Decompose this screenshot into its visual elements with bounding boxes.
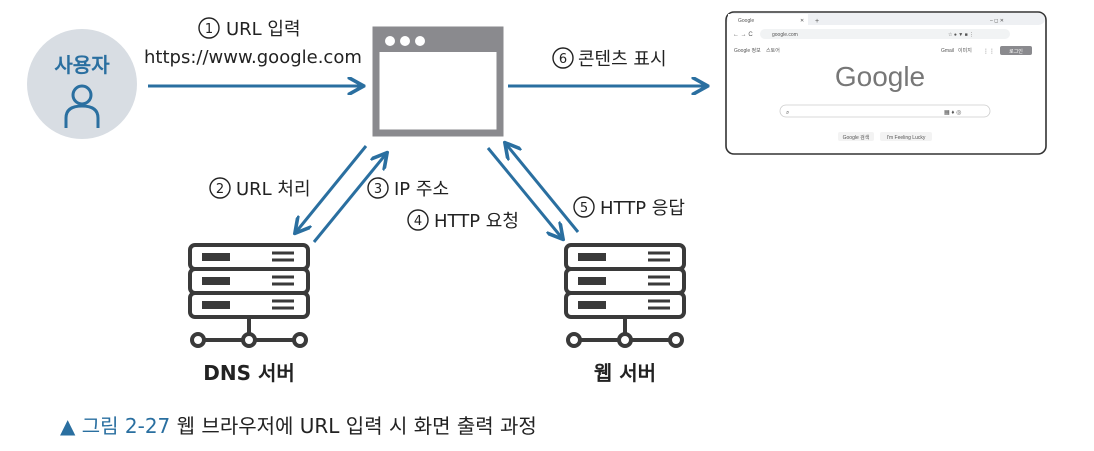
top-link-store: 스토어: [766, 47, 780, 54]
step-6-text: 콘텐츠 표시: [578, 49, 667, 70]
step-1-url: https://www.google.com: [144, 47, 362, 68]
step-1-num: 1: [205, 22, 213, 37]
tab-close-icon: ✕: [800, 18, 804, 24]
step-5-text: HTTP 응답: [600, 198, 685, 219]
arrow-web-to-browser: [506, 144, 580, 233]
step-3-text: IP 주소: [394, 179, 449, 200]
user-icon: [64, 84, 100, 128]
new-tab-icon: +: [815, 18, 819, 25]
tab-title: Google: [738, 18, 754, 24]
user-label: 사용자: [54, 53, 110, 77]
step-1-text: URL 입력: [226, 19, 301, 40]
step-4-label: 4 HTTP 요청: [407, 209, 519, 232]
step-2-label: 2 URL 처리: [209, 177, 311, 200]
step-1-label: 1 URL 입력 https://www.google.com: [144, 17, 362, 68]
web-server-label: 웹 서버: [594, 361, 656, 385]
right-link-images: 이미지: [958, 47, 972, 54]
search-tools-icons: ▦ ♦ ◎: [944, 110, 961, 116]
top-link-about: Google 정보: [734, 47, 761, 54]
caption-text: 웹 브라우저에 URL 입력 시 화면 출력 과정: [176, 414, 537, 438]
arrow-browser-to-web: [486, 147, 562, 238]
step-6-num: 6: [559, 52, 567, 67]
figure-caption: ▲ 그림 2-27 웹 브라우저에 URL 입력 시 화면 출력 과정: [60, 410, 537, 439]
window-controls: – ◻ ✕: [990, 18, 1004, 24]
caption-marker: ▲ 그림 2-27: [60, 414, 171, 438]
google-page-screenshot: Google ✕ + – ◻ ✕ ← → C google.com ☆ ● ▼ …: [725, 11, 1047, 155]
lucky-button: I'm Feeling Lucky: [887, 135, 926, 141]
dns-server-label: DNS 서버: [203, 361, 295, 385]
step-2-text: URL 처리: [236, 179, 311, 200]
step-6-label: 6 콘텐츠 표시: [552, 47, 667, 70]
step-3-label: 3 IP 주소: [367, 177, 449, 200]
user-node: 사용자: [27, 29, 137, 139]
apps-icon: ⋮⋮: [983, 48, 995, 55]
step-3-num: 3: [374, 182, 382, 197]
arrow-browser-to-dns: [296, 145, 368, 232]
address-bar: google.com: [772, 32, 798, 38]
search-icon: ⌕: [786, 110, 789, 116]
step-4-num: 4: [414, 214, 422, 229]
toolbar-icons: ☆ ● ▼ ■ ⋮: [948, 32, 974, 38]
step-4-text: HTTP 요청: [434, 211, 519, 232]
flow-diagram: 사용자 1 URL 입력 https://www.google.com 6 콘텐…: [27, 11, 1047, 385]
right-link-gmail: Gmail: [941, 48, 954, 54]
search-button: Google 검색: [843, 134, 870, 141]
arrow-dns-to-browser: [312, 154, 386, 243]
step-5-num: 5: [580, 201, 588, 216]
step-2-num: 2: [216, 182, 224, 197]
nav-icons: ← → C: [733, 32, 753, 38]
step-5-label: 5 HTTP 응답: [573, 196, 685, 219]
browser-window-icon: [372, 26, 504, 137]
web-server-icon: [564, 243, 686, 348]
dns-server-icon: [188, 243, 310, 348]
login-button: 로그인: [1009, 48, 1023, 55]
google-logo: Google: [835, 61, 925, 92]
